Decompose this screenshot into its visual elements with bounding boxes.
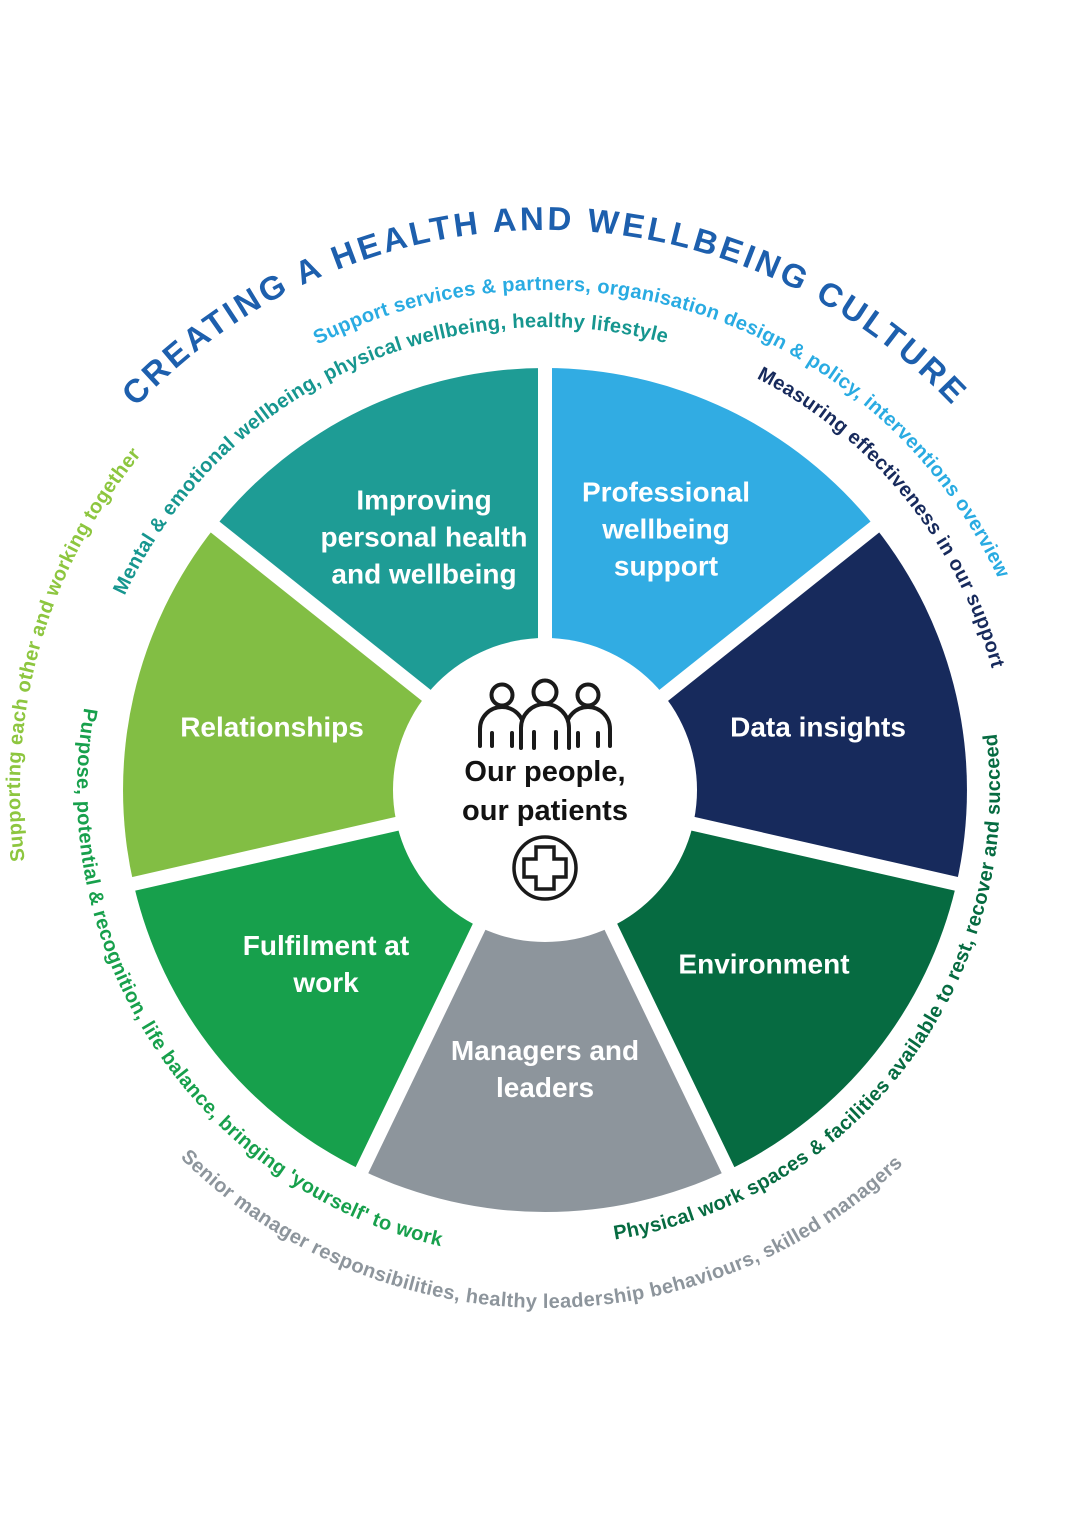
segment-label-managers-and-leaders: Managers and leaders [450, 1035, 640, 1103]
medical-cross-icon [512, 835, 578, 901]
center-text: Our people, our patients [462, 753, 628, 831]
segment-label-improving-personal-health: Improving personal health and wellbeing [320, 484, 528, 590]
center-text-line2: our patients [462, 795, 628, 828]
three-people-icon [478, 678, 612, 750]
center-hub [393, 638, 697, 942]
segment-label-relationships: Relationships [180, 711, 364, 743]
segment-label-environment: Environment [678, 948, 850, 980]
segment-label-fulfilment-at-work: Fulfilment at work [242, 930, 410, 998]
segment-label-professional-wellbeing-support: Professional wellbeing support [581, 476, 751, 582]
center-text-line1: Our people, [464, 756, 626, 788]
segment-label-data-insights: Data insights [730, 711, 906, 743]
segment-managers-and-leaders [361, 790, 729, 1212]
